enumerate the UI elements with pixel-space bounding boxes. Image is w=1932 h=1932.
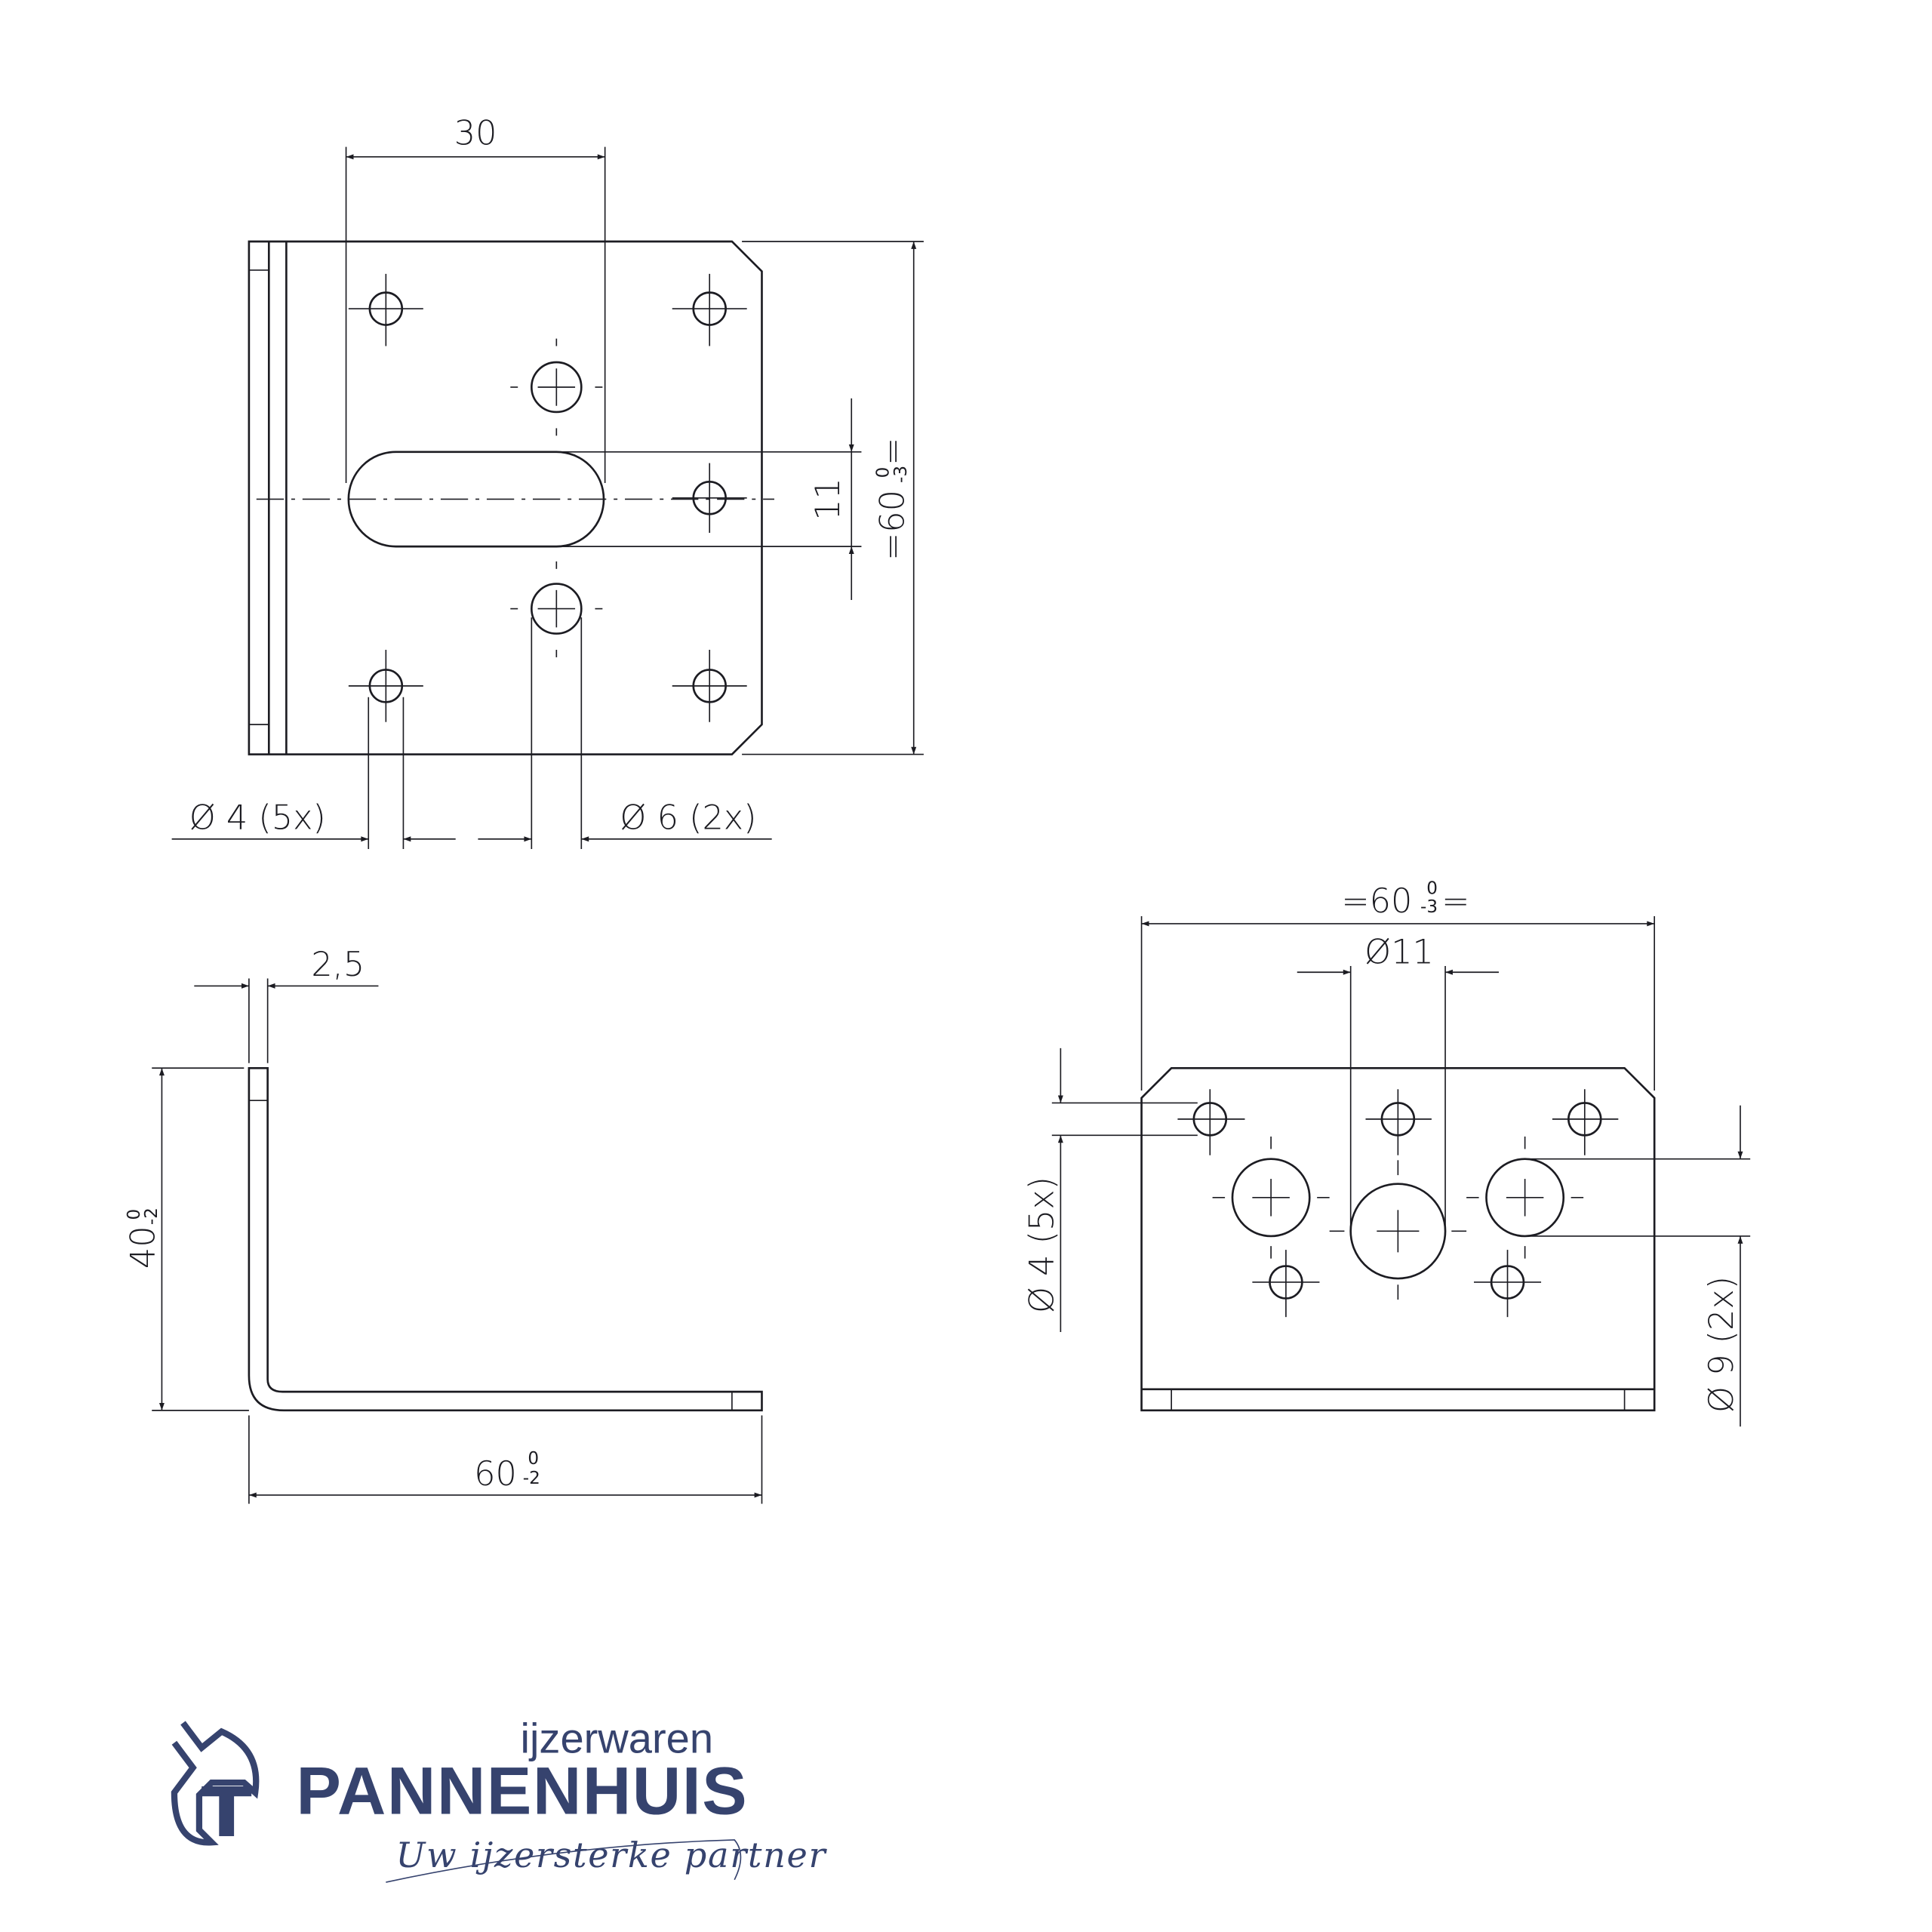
hole-small-icon [1473,1250,1542,1318]
front-view-plate-outline [1140,1066,1656,1412]
hole-small-icon [348,273,423,346]
logo-brand-name: PANNENHUIS [297,1752,749,1828]
dim-40-tol-lower: -2 [142,1208,162,1225]
dim-40-tol-upper: 0 [125,1209,144,1220]
dim-center-hole-label: Ø11 [1364,933,1434,972]
dim-60-tol-lower: -3 [891,466,911,483]
dim-30-label: 30 [454,113,497,152]
top-view: 30 11 =60 0 -3 = Ø 4 (5x) Ø 6 (2x) [171,113,924,849]
hole-large-icon [1212,1136,1330,1259]
dim-front-hole-4-label: Ø 4 (5x) [1022,1177,1061,1313]
dim-60-length-tol-lower: -2 [523,1469,540,1488]
hole-large-icon [1466,1136,1584,1259]
dim-front-hole-9-label: Ø 9 (2x) [1702,1276,1741,1413]
hole-small-icon [672,650,747,722]
dim-hole-4-label: Ø 4 (5x) [189,798,326,838]
dim-60-length-label: 60 [474,1454,517,1494]
dim-width-60-label: =60 [1341,881,1412,921]
dim-60-length-tol-upper: 0 [528,1449,539,1469]
logo-top-line: ijzerwaren [520,1714,713,1761]
dim-60-label: =60 [873,490,912,561]
top-view-plate-outline [248,240,763,755]
hole-small-icon [672,273,747,346]
front-view: =60 0 -3 = Ø11 Ø 4 (5x) Ø 9 (2x) [1022,878,1751,1427]
hole-small-icon [1365,1089,1432,1155]
angle-profile-outline [248,1066,763,1412]
hole-medium-icon [510,561,603,657]
hole-small-icon [348,650,423,722]
logo-tagline: Uw ijzersterke partner [396,1835,828,1875]
dim-width-60-tol-lower: -3 [1420,897,1438,917]
dim-40-label: 40 [124,1226,163,1269]
hole-small-icon [672,463,747,533]
hole-small-icon [1552,1089,1619,1155]
hole-medium-icon [510,338,603,436]
side-view: 2,5 40 0 -2 60 0 -2 [124,945,763,1504]
dim-hole-6-label: Ø 6 (2x) [620,798,756,838]
hole-small-icon [1177,1089,1245,1155]
slot-outline [347,451,605,548]
dim-width-60-suffix: = [1441,881,1469,921]
hole-small-icon [1252,1250,1320,1318]
company-logo: ijzerwaren PANNENHUIS Uw ijzersterke par… [171,1714,828,1883]
dim-11-label: 11 [808,478,848,521]
dim-thickness-label: 2,5 [311,945,365,984]
pannenhuis-logo-icon [171,1721,260,1846]
dim-60-tol-upper: 0 [874,467,894,478]
dim-60-suffix: = [873,438,912,466]
dim-width-60-tol-upper: 0 [1426,878,1438,898]
